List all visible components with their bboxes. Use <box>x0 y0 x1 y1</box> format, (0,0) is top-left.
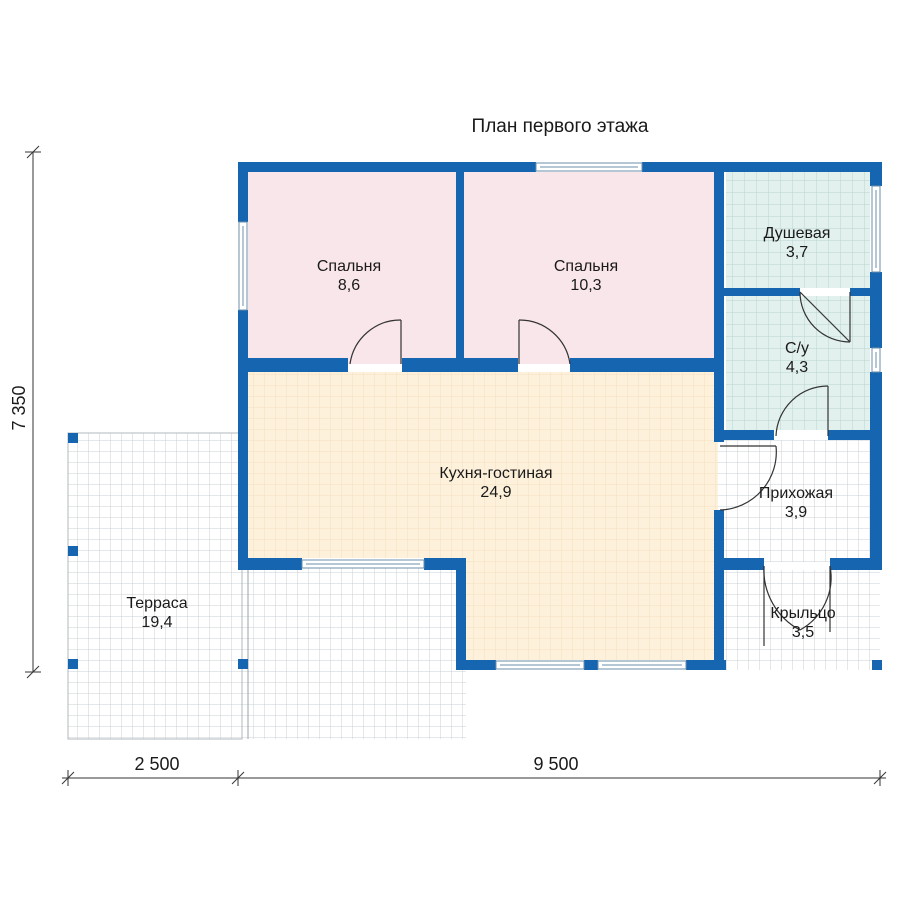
room-name-kitchen-living: Кухня-гостиная <box>439 465 552 482</box>
bedroom-2-floor <box>464 172 714 364</box>
room-name-bedroom-2: Спальня <box>554 258 618 275</box>
terrace-outline <box>67 432 243 740</box>
porch-floor <box>724 570 880 670</box>
dimension-house-width: 9 500 <box>533 754 578 774</box>
terrace-floor <box>68 433 242 739</box>
windows <box>238 162 881 670</box>
terrace-column <box>68 546 78 556</box>
porch-column <box>872 660 882 670</box>
plan-title: План первого этажа <box>472 116 649 137</box>
room-area-terrace: 19,4 <box>141 614 172 631</box>
walls <box>238 162 882 670</box>
room-area-kitchen-living: 24,9 <box>480 484 511 501</box>
shower-floor <box>726 172 870 288</box>
dimension-height: 7 350 <box>9 385 29 430</box>
terrace-column <box>68 433 78 443</box>
room-area-hallway: 3,9 <box>785 504 807 521</box>
terrace-column <box>68 659 78 669</box>
room-area-bedroom-2: 10,3 <box>570 277 601 294</box>
room-name-shower: Душевая <box>764 225 831 242</box>
room-name-hallway: Прихожая <box>759 485 833 502</box>
kitchen-living-floor-lower <box>466 558 718 660</box>
room-area-bedroom-1: 8,6 <box>338 277 360 294</box>
hallway-floor <box>718 440 872 562</box>
terrace-floor-extension <box>242 565 466 739</box>
dimension-lines <box>25 145 887 786</box>
room-labels: Спальня 8,6 Спальня 10,3 Душевая 3,7 С/у… <box>126 225 835 641</box>
room-name-porch: Крыльцо <box>770 605 835 622</box>
doors <box>349 291 851 646</box>
dimension-terrace-width: 2 500 <box>134 754 179 774</box>
room-name-wc: С/у <box>785 340 809 357</box>
terrace-column <box>238 659 248 669</box>
bedroom-1-floor <box>248 172 456 364</box>
kitchen-living-floor <box>248 372 718 558</box>
room-name-bedroom-1: Спальня <box>317 258 381 275</box>
room-name-terrace: Терраса <box>126 595 187 612</box>
wc-floor <box>726 296 870 430</box>
room-area-shower: 3,7 <box>786 244 808 261</box>
room-area-wc: 4,3 <box>786 359 808 376</box>
room-area-porch: 3,5 <box>792 624 814 641</box>
